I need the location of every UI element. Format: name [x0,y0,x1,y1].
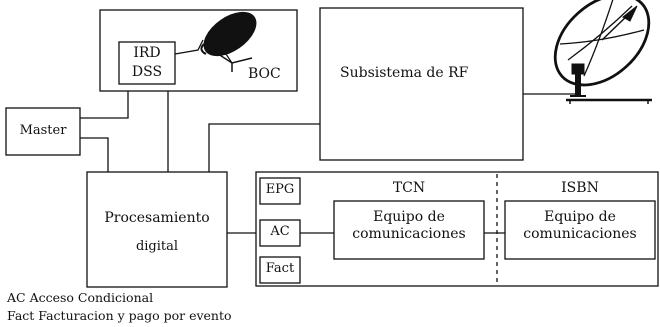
legend-fact: Fact Facturacion y pago por evento [7,308,232,323]
connector-master-processing [80,137,109,172]
isbn-title: ISBN [561,180,599,196]
boc-label: BOC [248,66,281,82]
processing-label-line1: Procesamiento [104,210,210,226]
tcn-equipment-box [333,200,485,260]
rf-label: Subsistema de RF [340,65,469,81]
connector-ird-dish [174,39,204,55]
comms-frame [255,171,659,287]
processing-label-line2: digital [135,239,179,254]
connector-master-boc [80,91,129,119]
isbn-equipment-box [504,200,656,260]
processing-box [86,171,228,288]
rf-dish-icon [553,0,652,104]
boc-box [99,9,298,92]
master-label: Master [19,123,67,138]
connector-rf-processing [208,123,320,172]
epg-box [259,177,301,205]
legend-ac: AC Acceso Condicional [7,290,154,305]
isbn-equipment-line1: Equipo de [544,209,616,225]
tcn-title: TCN [392,180,426,196]
ird-dss-box [118,41,176,85]
fact-label: Fact [265,261,295,276]
rf-box [319,7,524,161]
boc-dish-icon [200,11,257,72]
epg-label: EPG [265,182,295,197]
tcn-equipment-line1: Equipo de [373,209,445,225]
tcn-equipment-line2: comunicaciones [352,226,466,242]
dss-label: DSS [131,64,163,80]
ac-label: AC [270,224,290,239]
master-box [5,107,81,156]
isbn-equipment-line2: comunicaciones [523,226,637,242]
fact-box [259,256,301,284]
ird-label: IRD [133,45,161,61]
